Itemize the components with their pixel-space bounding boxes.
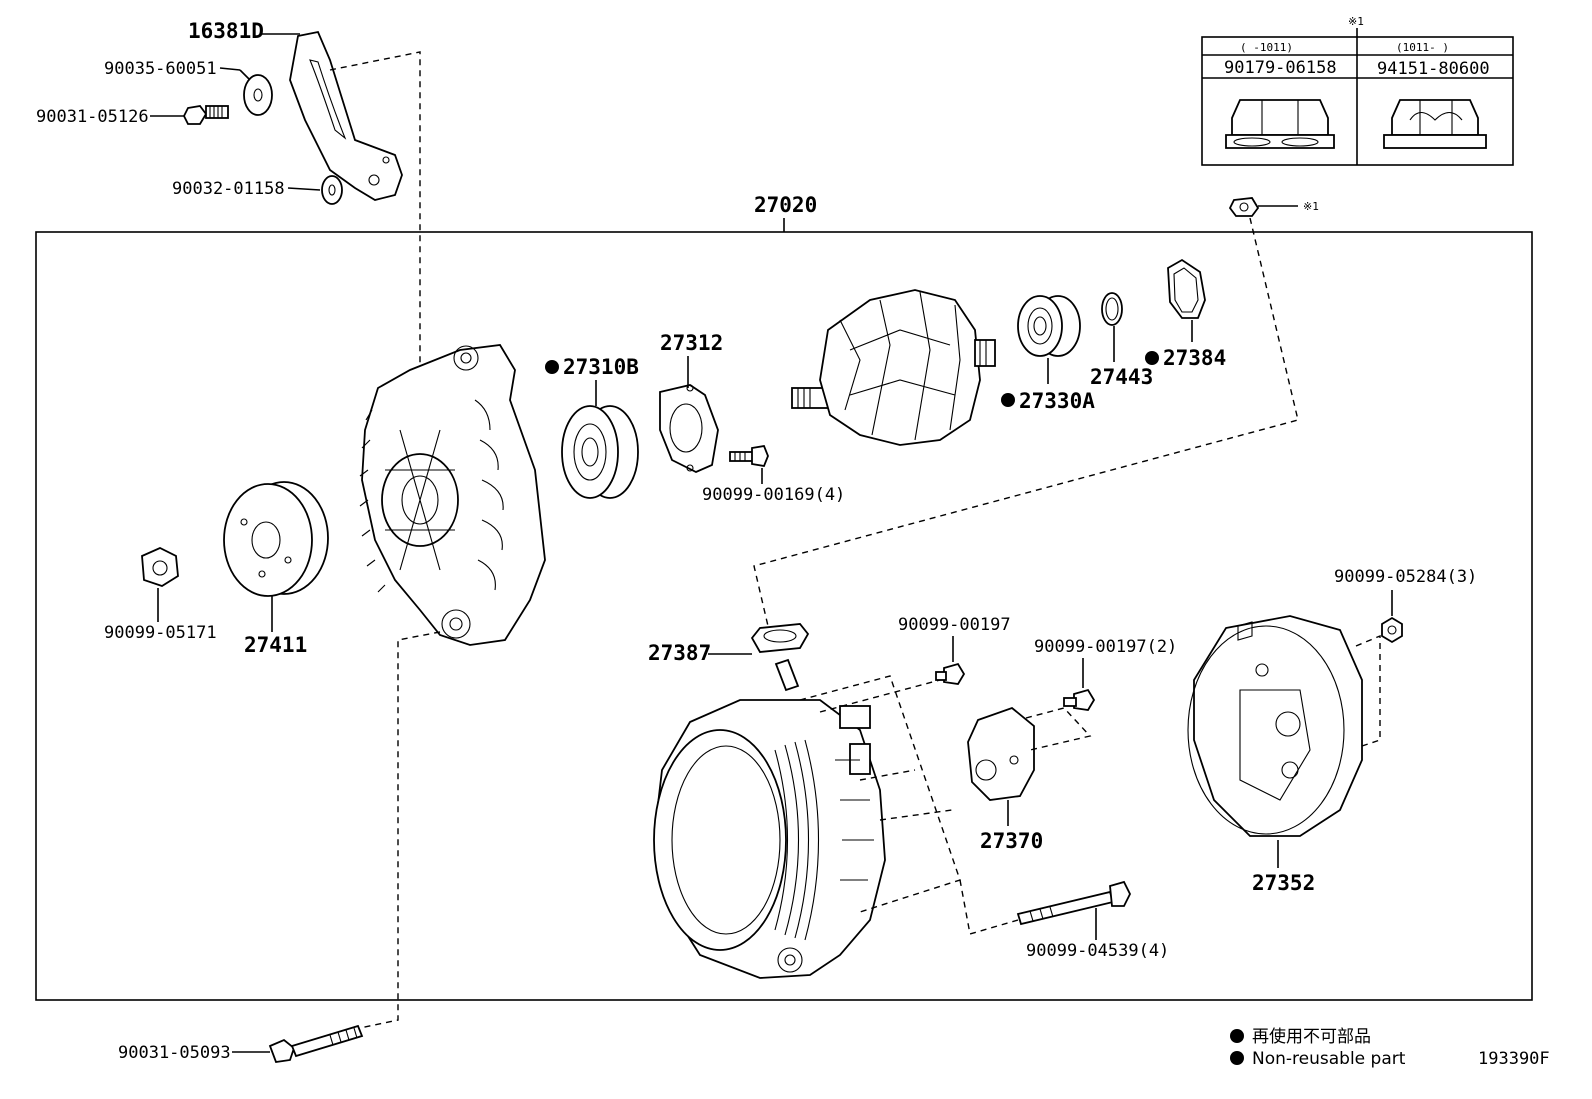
bracket-16381D[interactable] — [289, 30, 403, 201]
nut-reference-1[interactable]: ※1 — [1228, 197, 1319, 217]
legend-line-2: Non-reusable part — [1252, 1049, 1406, 1069]
variant-table: ※1 ( -1011) (1011- ) 90179-06158 94151-8… — [1201, 15, 1514, 166]
bearing-27310B[interactable] — [561, 405, 639, 499]
label-27312[interactable]: 27312 — [660, 331, 723, 355]
non-reusable-dot-27310B — [545, 360, 559, 374]
label-27384[interactable]: 27384 — [1163, 346, 1226, 370]
nut-note-mark: ※1 — [1303, 200, 1319, 213]
variant-part-1[interactable]: 90179-06158 — [1224, 58, 1337, 78]
legend-dot-2 — [1230, 1051, 1244, 1065]
legend: 再使用不可部品 Non-reusable part — [1230, 1026, 1406, 1069]
nut-90099-05284[interactable] — [1381, 616, 1403, 644]
variant-mark: ※1 — [1348, 15, 1364, 28]
label-90099-00169[interactable]: 90099-00169(4) — [702, 485, 845, 505]
retainer-plate-27312[interactable] — [659, 384, 719, 473]
bolt-90031-05126[interactable] — [182, 105, 229, 125]
pulley-27411[interactable] — [223, 481, 329, 597]
label-90099-00197a[interactable]: 90099-00197 — [898, 615, 1011, 635]
label-27020[interactable]: 27020 — [754, 193, 817, 217]
label-27330A[interactable]: 27330A — [1019, 389, 1095, 413]
washer-90035-60051[interactable] — [243, 74, 273, 116]
label-90099-05171[interactable]: 90099-05171 — [104, 623, 217, 643]
label-90032-01158[interactable]: 90032-01158 — [172, 179, 285, 199]
regulator-27370[interactable] — [967, 706, 1035, 801]
stator-housing[interactable] — [653, 699, 886, 979]
diagram-id: 193390F — [1478, 1049, 1550, 1069]
bolt-90099-00197-pair[interactable] — [1063, 688, 1096, 711]
legend-dot-1 — [1230, 1029, 1244, 1043]
bolt-90099-04539[interactable] — [1016, 880, 1132, 926]
cover-27384[interactable] — [1167, 258, 1206, 319]
label-27352[interactable]: 27352 — [1252, 871, 1315, 895]
bearing-27330A[interactable] — [1017, 295, 1081, 357]
flange-nut-icon — [1225, 99, 1335, 149]
variant-range-1: ( -1011) — [1240, 41, 1293, 54]
legend-line-1: 再使用不可部品 — [1252, 1026, 1371, 1047]
label-90099-05284[interactable]: 90099-05284(3) — [1334, 567, 1477, 587]
label-27387[interactable]: 27387 — [648, 641, 711, 665]
label-90099-00197b[interactable]: 90099-00197(2) — [1034, 637, 1177, 657]
drive-end-frame[interactable] — [359, 344, 546, 646]
label-16381D[interactable]: 16381D — [188, 19, 264, 43]
variant-range-2: (1011- ) — [1396, 41, 1449, 54]
non-reusable-dot-27384 — [1145, 351, 1159, 365]
label-90099-04539[interactable]: 90099-04539(4) — [1026, 941, 1169, 961]
label-90031-05093[interactable]: 90031-05093 — [118, 1043, 231, 1063]
label-90031-05126[interactable]: 90031-05126 — [36, 107, 149, 127]
label-27310B[interactable]: 27310B — [563, 355, 639, 379]
bolt-90099-00197[interactable] — [935, 662, 966, 685]
label-90035-60051[interactable]: 90035-60051 — [104, 59, 217, 79]
rotor-assembly[interactable] — [791, 289, 996, 446]
label-27411[interactable]: 27411 — [244, 633, 307, 657]
washer-90032-01158[interactable] — [321, 175, 343, 205]
hex-nut-icon — [1383, 99, 1487, 149]
variant-part-2[interactable]: 94151-80600 — [1377, 59, 1490, 79]
label-27443[interactable]: 27443 — [1090, 365, 1153, 389]
bolt-90031-05093[interactable] — [268, 1024, 364, 1063]
ring-27443[interactable] — [1101, 292, 1123, 326]
screw-90099-00169[interactable] — [729, 444, 769, 468]
grommet-27387[interactable] — [750, 623, 810, 692]
label-27370[interactable]: 27370 — [980, 829, 1043, 853]
non-reusable-dot-27330A — [1001, 393, 1015, 407]
rear-cover-27352[interactable] — [1187, 615, 1363, 837]
nut-90099-05171[interactable] — [141, 547, 179, 587]
